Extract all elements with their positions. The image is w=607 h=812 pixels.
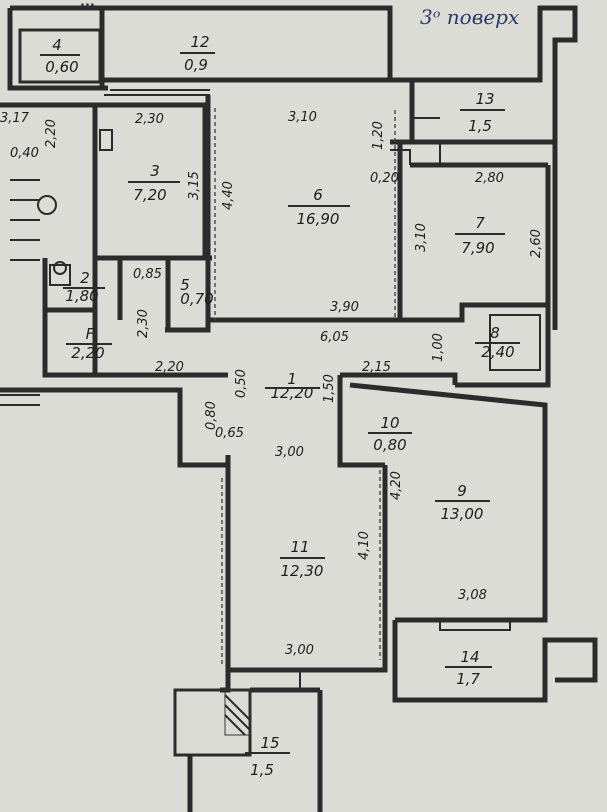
room-F-area: 2,20: [71, 344, 104, 362]
room-2-number: 2: [80, 269, 90, 287]
dim-0-80: 0,80: [204, 401, 219, 430]
room-F: F 2,20: [71, 325, 104, 362]
dim-0-50: 0,50: [234, 369, 249, 398]
room-8: 8 2,40: [481, 324, 514, 361]
room-9-number: 9: [457, 482, 467, 500]
room-14-area: 1,7: [456, 670, 480, 688]
room-14: 14 1,7: [456, 648, 480, 688]
dim-2-30-left: 2,30: [136, 309, 151, 338]
dim-0-40: 0,40: [10, 146, 39, 161]
dim-0-20: 0,20: [370, 171, 399, 186]
room-15-number: 15: [260, 734, 279, 752]
room-13: 13 1,5: [468, 90, 494, 135]
room-8-area: 2,40: [481, 343, 514, 361]
room-11-area: 12,30: [281, 562, 324, 580]
room-12-area: 0,9: [184, 56, 208, 74]
hatched-block: [224, 689, 251, 736]
dim-3-15: 3,15: [187, 171, 202, 200]
dim-3-08: 3,08: [458, 588, 487, 603]
dim-3-10-right: 3,10: [414, 223, 429, 252]
room-1: 1 12,20: [271, 370, 314, 402]
interior-lines: [0, 89, 541, 690]
room-15-area: 1,5: [250, 761, 274, 779]
dim-1-00: 1,00: [431, 333, 446, 362]
dim-3-10-top: 3,10: [288, 110, 317, 125]
room-12: 12 0,9: [184, 33, 209, 74]
dim-1-50: 1,50: [322, 374, 337, 403]
room-6-number: 6: [313, 186, 323, 204]
room-F-number: F: [86, 325, 95, 343]
room-1-area: 12,20: [271, 384, 314, 402]
dim-3-90: 3,90: [330, 300, 359, 315]
room-13-number: 13: [475, 90, 494, 108]
room-5-number: 5: [180, 276, 190, 294]
room-6-area: 16,90: [297, 210, 340, 228]
dim-2-15: 2,15: [362, 360, 391, 375]
room-13-area: 1,5: [468, 117, 492, 135]
dim-3-00-bottom: 3,00: [285, 643, 314, 658]
room-1-number: 1: [287, 370, 297, 388]
dim-2-30-top: 2,30: [135, 112, 164, 127]
dim-2-20-left: 2,20: [44, 119, 59, 148]
room-10: 10 0,80: [373, 414, 406, 454]
room-4-area: 0,60: [45, 58, 78, 76]
dimension-labels: 3,17 0,40 2,20 2,30 3,10 1,20 0,20 2,80 …: [0, 110, 544, 658]
room-14-number: 14: [460, 648, 479, 666]
toilet-icon: [53, 261, 67, 275]
room-2: 2 1,80: [65, 269, 98, 305]
fixtures: [37, 195, 251, 736]
dim-4-10: 4,10: [357, 531, 372, 560]
room-11: 11 12,30: [281, 538, 324, 580]
room-7-area: 7,90: [461, 239, 494, 257]
walls: [0, 5, 598, 812]
room-3-number: 3: [150, 162, 160, 180]
dim-4-20: 4,20: [389, 471, 404, 500]
room-10-number: 10: [380, 414, 399, 432]
room-7: 7 7,90: [461, 214, 494, 257]
room-7-number: 7: [475, 214, 485, 232]
room-5-area: 0,70: [180, 290, 213, 308]
dim-4-40: 4,40: [221, 181, 236, 210]
room-8-number: 8: [490, 324, 500, 342]
room-6: 6 16,90: [297, 186, 340, 228]
room-number-underlines: [40, 52, 520, 754]
dim-2-60: 2,60: [529, 229, 544, 258]
room-3-area: 7,20: [133, 186, 166, 204]
dim-0-85: 0,85: [133, 267, 162, 282]
dim-0-65: 0,65: [215, 426, 244, 441]
floor-note: 3ᵒ поверх: [420, 5, 519, 29]
room-5: 5 0,70: [180, 276, 213, 308]
room-4: 4 0,60: [45, 36, 78, 76]
room-12-number: 12: [190, 33, 209, 51]
room-9-area: 13,00: [441, 505, 484, 523]
dim-1-20: 1,20: [371, 121, 386, 150]
room-2-area: 1,80: [65, 287, 98, 305]
room-labels: 4 0,60 12 0,9 13 1,5 3 7,20 6 16,90 7 7,…: [45, 33, 514, 779]
room-3: 3 7,20: [133, 162, 166, 204]
dim-3-17: 3,17: [0, 111, 30, 126]
room-10-area: 0,80: [373, 436, 406, 454]
header-text: ...: [80, 0, 95, 10]
sink-icon: [37, 195, 57, 215]
room-15: 15 1,5: [250, 734, 279, 779]
room-11-number: 11: [290, 538, 309, 556]
room-9: 9 13,00: [441, 482, 484, 523]
hatch-lines: [224, 694, 251, 736]
dim-3-00-top: 3,00: [275, 445, 304, 460]
dim-2-20-corridor: 2,20: [155, 360, 184, 375]
room-4-number: 4: [52, 36, 62, 54]
dim-2-80: 2,80: [475, 171, 504, 186]
dim-6-05: 6,05: [320, 330, 349, 345]
